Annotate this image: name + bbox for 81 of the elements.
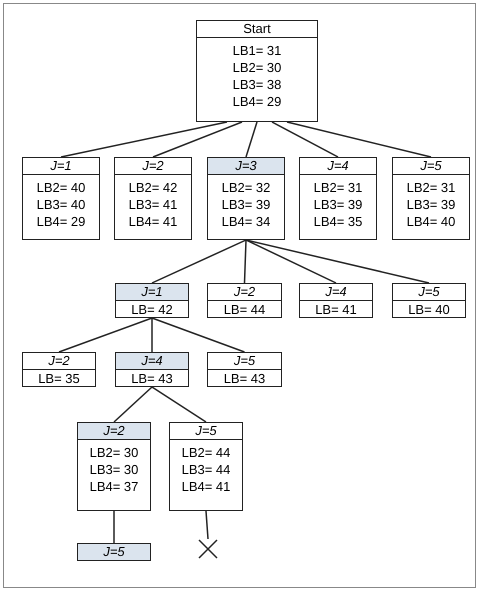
node-box bbox=[22, 352, 96, 387]
bound-value: LB4= 40 bbox=[406, 213, 456, 230]
tree-branch bbox=[272, 121, 338, 158]
node-heading: J=2 bbox=[103, 423, 125, 438]
tree-branch bbox=[245, 122, 258, 158]
tree-branch bbox=[246, 239, 430, 284]
node-heading: J=5 bbox=[195, 423, 217, 438]
tree-branch bbox=[244, 240, 247, 284]
tree-branch bbox=[246, 239, 336, 284]
bound-value: LB4= 41 bbox=[182, 478, 230, 495]
tree-branch bbox=[205, 510, 209, 540]
tree-branch bbox=[58, 317, 152, 353]
bound-value: LB2= 32 bbox=[222, 179, 270, 196]
node-box bbox=[169, 422, 243, 511]
tree-branch bbox=[286, 121, 432, 158]
node-box bbox=[299, 283, 373, 318]
node-box bbox=[392, 157, 470, 240]
bound-value: LB= 42 bbox=[131, 301, 173, 318]
bound-value: LB= 44 bbox=[224, 301, 266, 318]
bound-value: LB3= 39 bbox=[222, 196, 270, 213]
node-heading: J=4 bbox=[327, 158, 349, 173]
bound-value: LB1= 31 bbox=[232, 42, 282, 59]
tree-branch bbox=[152, 121, 242, 158]
tree-branch bbox=[151, 318, 153, 352]
bound-value: LB= 43 bbox=[131, 370, 173, 387]
bound-value: LB4= 41 bbox=[128, 213, 178, 230]
tree-branch bbox=[113, 511, 115, 543]
bound-value: LB2= 42 bbox=[128, 179, 178, 196]
bound-value: LB= 41 bbox=[315, 301, 357, 318]
node-heading: J=2 bbox=[48, 353, 70, 368]
node-heading: Start bbox=[243, 21, 271, 36]
tree-branch bbox=[114, 386, 152, 423]
node-heading: J=1 bbox=[141, 284, 163, 299]
node-box bbox=[77, 422, 151, 511]
bound-value: LB4= 35 bbox=[314, 213, 362, 230]
node-heading: J=5 bbox=[234, 353, 256, 368]
node-heading: J=5 bbox=[420, 158, 442, 173]
bound-value: LB3= 40 bbox=[36, 196, 86, 213]
tree-branch bbox=[152, 239, 246, 284]
node-box bbox=[392, 283, 466, 318]
bound-value: LB= 40 bbox=[408, 301, 450, 318]
cross-mark bbox=[198, 539, 218, 559]
bound-value: LB2= 30 bbox=[232, 59, 282, 76]
bound-value: LB= 43 bbox=[224, 370, 266, 387]
node-box bbox=[77, 543, 151, 561]
node-heading: J=5 bbox=[103, 544, 125, 559]
node-heading: J=4 bbox=[141, 353, 163, 368]
bound-value: LB4= 34 bbox=[222, 213, 270, 230]
bound-value: LB4= 29 bbox=[232, 93, 282, 110]
node-box bbox=[114, 157, 192, 240]
tree-branch bbox=[152, 317, 245, 353]
node-box bbox=[299, 157, 377, 240]
bound-value: LB= 35 bbox=[38, 370, 80, 387]
bound-value: LB3= 30 bbox=[90, 461, 138, 478]
node-heading: J=1 bbox=[50, 158, 72, 173]
bound-value: LB3= 39 bbox=[406, 196, 456, 213]
node-heading: J=2 bbox=[234, 284, 256, 299]
node-box bbox=[115, 352, 189, 387]
bound-value: LB3= 39 bbox=[314, 196, 362, 213]
node-heading: J=5 bbox=[418, 284, 440, 299]
node-heading: J=4 bbox=[325, 284, 347, 299]
node-box bbox=[207, 352, 282, 387]
node-heading: J=2 bbox=[142, 158, 164, 173]
bound-value: LB2= 40 bbox=[36, 179, 86, 196]
bound-value: LB2= 31 bbox=[314, 179, 362, 196]
bound-value: LB3= 44 bbox=[182, 461, 230, 478]
bound-value: LB2= 31 bbox=[406, 179, 456, 196]
node-box bbox=[207, 157, 285, 240]
node-box bbox=[196, 20, 318, 122]
tree-branch bbox=[152, 386, 206, 423]
node-box bbox=[22, 157, 100, 240]
node-heading: J=3 bbox=[235, 158, 257, 173]
bound-value: LB4= 37 bbox=[90, 478, 138, 495]
node-box bbox=[115, 283, 189, 318]
bound-value: LB2= 44 bbox=[182, 444, 230, 461]
bound-value: LB4= 29 bbox=[36, 213, 86, 230]
bound-value: LB2= 30 bbox=[90, 444, 138, 461]
bound-value: LB3= 41 bbox=[128, 196, 178, 213]
bound-value: LB3= 38 bbox=[232, 76, 282, 93]
node-box bbox=[207, 283, 282, 318]
tree-branch bbox=[60, 121, 228, 158]
